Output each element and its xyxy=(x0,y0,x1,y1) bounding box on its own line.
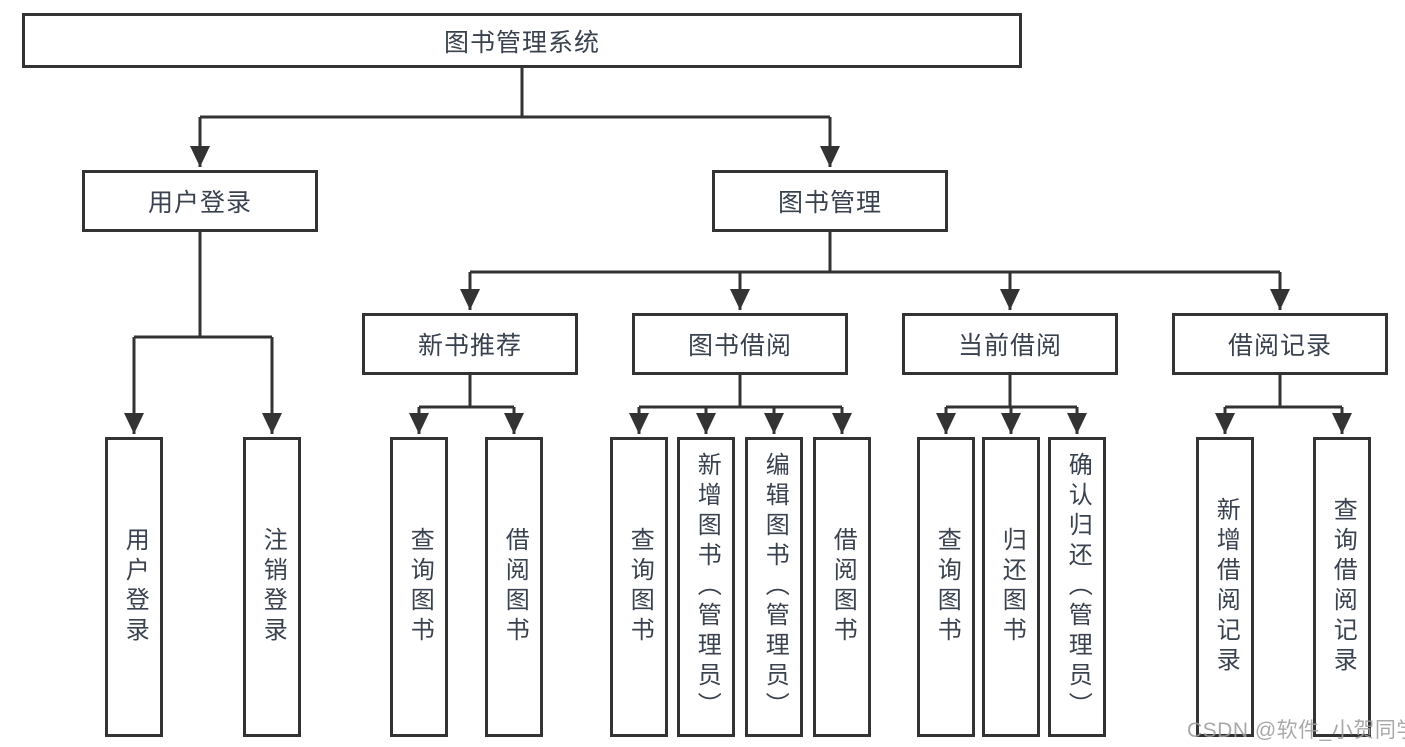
leaf-add-borrow-record: 新增借阅记录 xyxy=(1196,437,1254,737)
leaf-label: 用户登录 xyxy=(121,527,149,647)
leaf-label: 借阅图书 xyxy=(501,527,529,647)
leaf-return-book: 归还图书 xyxy=(982,437,1040,737)
node-borrow-records: 借阅记录 xyxy=(1172,313,1388,375)
leaf-confirm-return-admin: 确认归还（管理员） xyxy=(1048,437,1106,737)
leaf-borrow-books-borrow: 借阅图书 xyxy=(813,437,871,737)
node-book-borrow: 图书借阅 xyxy=(632,313,848,375)
leaf-label: 归还图书 xyxy=(998,527,1026,647)
leaf-label: 编辑图书（管理员） xyxy=(761,452,789,722)
node-library-system: 图书管理系统 xyxy=(22,13,1022,68)
leaf-label: 查询借阅记录 xyxy=(1329,497,1357,677)
leaf-query-books-recommend: 查询图书 xyxy=(390,437,448,737)
leaf-query-borrow-record: 查询借阅记录 xyxy=(1313,437,1371,737)
leaf-edit-book-admin: 编辑图书（管理员） xyxy=(745,437,803,737)
leaf-logout: 注销登录 xyxy=(243,437,301,737)
leaf-label: 新增借阅记录 xyxy=(1212,497,1240,677)
leaf-user-login: 用户登录 xyxy=(105,437,163,737)
leaf-label: 查询图书 xyxy=(626,527,654,647)
leaf-label: 查询图书 xyxy=(933,527,961,647)
leaf-borrow-books-recommend: 借阅图书 xyxy=(485,437,543,737)
leaf-label: 查询图书 xyxy=(406,527,434,647)
leaf-query-books-current: 查询图书 xyxy=(917,437,975,737)
leaf-label: 注销登录 xyxy=(259,527,287,647)
csdn-watermark: CSDN @软件_小贺同学 xyxy=(1187,719,1405,742)
leaf-label: 借阅图书 xyxy=(829,527,857,647)
node-current-borrow: 当前借阅 xyxy=(902,313,1118,375)
leaf-label: 新增图书（管理员） xyxy=(693,452,721,722)
node-book-management: 图书管理 xyxy=(712,170,948,232)
node-user-login: 用户登录 xyxy=(82,170,318,232)
leaf-query-books-borrow: 查询图书 xyxy=(610,437,668,737)
leaf-add-book-admin: 新增图书（管理员） xyxy=(677,437,735,737)
leaf-label: 确认归还（管理员） xyxy=(1064,452,1092,722)
node-new-book-recommend: 新书推荐 xyxy=(362,313,578,375)
